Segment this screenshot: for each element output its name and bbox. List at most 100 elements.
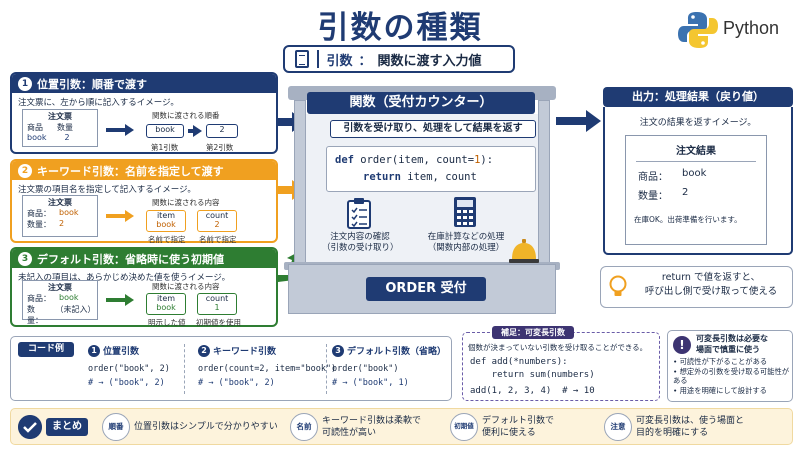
caution-title: 可変長引数は必要な場面で慎重に使う bbox=[696, 333, 790, 355]
positional-title: 位置引数：順番で渡す bbox=[37, 77, 147, 91]
receipt-row: 数量：2 bbox=[626, 185, 766, 204]
form-value: （未記入） bbox=[55, 305, 96, 314]
passed-title: 関数に渡される内容 bbox=[152, 198, 220, 207]
list-item: 想定外の引数を受け取る可能性がある bbox=[673, 367, 791, 386]
passed-caption: 初期値を使用 bbox=[196, 318, 241, 327]
example-code: order(count=2, item="book") # → ("book", … bbox=[198, 362, 336, 390]
step-number: 1 bbox=[18, 76, 32, 91]
document-icon bbox=[295, 50, 309, 68]
list-item: 用途を明確にして設計する bbox=[673, 386, 791, 396]
example-title: キーワード引数 bbox=[213, 347, 277, 357]
summary-line: 位置引数はシンプルで分かりやすい bbox=[134, 422, 278, 432]
output-arrow-icon bbox=[556, 110, 601, 132]
summary-line: 目的を明確にする bbox=[636, 428, 709, 438]
step-number: 3 bbox=[18, 251, 32, 266]
param-value: 2 bbox=[214, 220, 220, 229]
divider bbox=[636, 161, 756, 162]
form-label: 数量： bbox=[27, 305, 43, 325]
check-icon bbox=[18, 415, 42, 439]
receipt-title: 注文結果 bbox=[676, 146, 716, 157]
code-text: ): bbox=[480, 154, 494, 166]
code-comment: # → ("book", 2) bbox=[198, 378, 275, 388]
passed-title: 関数に渡される内容 bbox=[152, 282, 220, 291]
variadic-desc: 個数が決まっていない引数を受け取ることができる。 bbox=[468, 343, 648, 352]
title-line: 可変長引数は必要な bbox=[696, 334, 768, 343]
default-order-form: 注文票 商品：book 数量：（未記入） bbox=[22, 280, 98, 325]
step-line: 注文内容の確認 bbox=[330, 232, 390, 242]
passed-caption: 第1引数 bbox=[151, 143, 179, 152]
subtitle-colon: ： bbox=[358, 53, 372, 69]
param-value: 1 bbox=[214, 303, 220, 312]
step1-text: 注文内容の確認（引数の受け取り） bbox=[322, 232, 399, 254]
summary-line: キーワード引数は柔軟で bbox=[322, 416, 422, 426]
passed-caption: 名前で指定 bbox=[199, 235, 237, 244]
counter-sign: 関数（受付カウンター） bbox=[307, 92, 535, 114]
title-line: 場面で慎重に使う bbox=[696, 345, 760, 354]
counter-desc: 引数を受け取り、処理をして結果を返す bbox=[330, 120, 536, 138]
subtitle-meaning: 関数に渡す入力値 bbox=[377, 53, 482, 69]
code-line: return sum(numbers) bbox=[470, 370, 595, 380]
return-tip-box bbox=[600, 266, 793, 308]
code-line: add(1, 2, 3, 4) # → 10 bbox=[470, 386, 595, 396]
code-comment: # → ("book", 1) bbox=[332, 378, 409, 388]
code-line: order(count=2, item="book") bbox=[198, 364, 337, 374]
example-title: 位置引数 bbox=[103, 347, 140, 357]
clipboard-icon bbox=[347, 198, 371, 229]
form-value: book bbox=[59, 293, 79, 302]
code-line: order("book", 2) bbox=[88, 364, 170, 374]
param-name: item bbox=[156, 294, 176, 303]
passed-value: book bbox=[146, 124, 184, 138]
code-keyword: return bbox=[363, 171, 401, 183]
tip-line: return で値を返すと、 bbox=[661, 272, 761, 283]
tip-line: 呼び出し側で受け取って使える bbox=[644, 286, 778, 297]
receipt-row: 商品： book bbox=[626, 166, 766, 185]
step2-text: 在庫計算などの処理（関数内部の処理） bbox=[420, 232, 512, 254]
summary-line: 可変長引数は、使う場面と bbox=[636, 416, 745, 426]
warning-icon: ! bbox=[673, 336, 691, 354]
summary-text: キーワード引数は柔軟で可読性が高い bbox=[322, 415, 421, 439]
divider bbox=[317, 50, 319, 68]
code-line: order("book") bbox=[332, 364, 399, 374]
code-keyword: def bbox=[335, 154, 354, 166]
caution-list: 可読性が下がることがある 想定外の引数を受け取る可能性がある 用途を明確にして設… bbox=[673, 357, 791, 395]
bell-icon bbox=[509, 239, 539, 263]
summary-badge: 名前 bbox=[290, 413, 318, 441]
default-desc: 未記入の項目は、あらかじめ決めた値を使うイメージ。 bbox=[18, 273, 231, 283]
example-title: デフォルト引数（省略） bbox=[347, 347, 447, 357]
default-title: デフォルト引数：省略時に使う初期値 bbox=[37, 252, 224, 266]
calculator-icon bbox=[454, 197, 476, 227]
code-examples-panel bbox=[10, 336, 452, 401]
summary-bar bbox=[10, 408, 793, 445]
summary-badge: 順番 bbox=[102, 413, 130, 441]
example-number: 1 bbox=[88, 344, 100, 357]
receipt-value: book bbox=[682, 168, 707, 179]
lightbulb-icon bbox=[609, 275, 627, 296]
form-value: 2 bbox=[64, 133, 70, 142]
summary-text: 可変長引数は、使う場面と目的を明確にする bbox=[636, 415, 744, 439]
param-name: item bbox=[156, 211, 176, 220]
form-title: 注文票 bbox=[48, 283, 72, 292]
form-title: 注文票 bbox=[48, 112, 72, 121]
default-heading: 3 デフォルト引数：省略時に使う初期値 bbox=[12, 249, 276, 268]
example-code: order("book", 2)# → ("book", 2) bbox=[88, 362, 170, 390]
step-number: 2 bbox=[18, 163, 32, 178]
param-value: book bbox=[156, 303, 176, 312]
summary-line: 便利に使える bbox=[482, 428, 536, 438]
receipt-label: 数量： bbox=[638, 191, 668, 202]
output-desc: 注文の結果を返すイメージ。 bbox=[639, 118, 757, 128]
receipt-label: 商品： bbox=[638, 172, 668, 183]
result-receipt: 注文結果 商品：book 数量：2 在庫OK。出荷準備を行います。 bbox=[625, 135, 767, 245]
default-panel: 3 デフォルト引数：省略時に使う初期値 未記入の項目は、あらかじめ決めた値を使うイ… bbox=[10, 247, 278, 327]
summary-text: 位置引数はシンプルで分かりやすい bbox=[134, 421, 278, 433]
page-title: 引数の種類 bbox=[317, 10, 483, 46]
keyword-desc: 注文票の項目名を指定して記入するイメージ。 bbox=[18, 185, 196, 195]
output-title: 出力：処理結果（戻り値） bbox=[603, 87, 793, 107]
